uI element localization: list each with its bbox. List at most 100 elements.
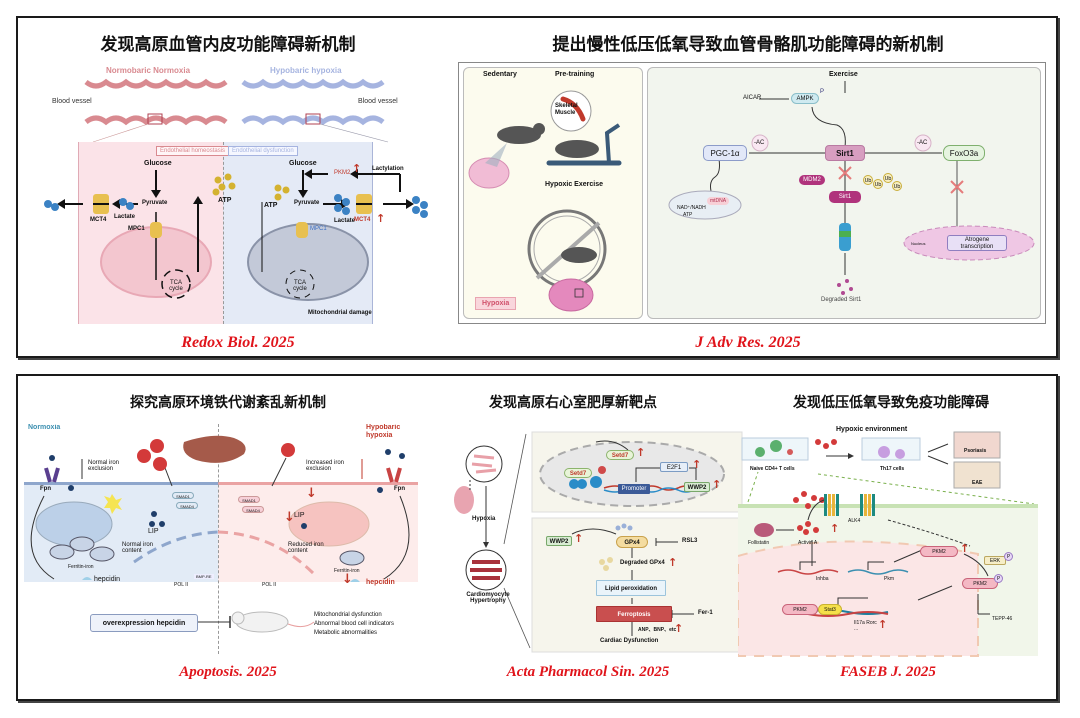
mct4-left: MCT4 [90,217,107,223]
erk-node: ERK [984,556,1006,565]
citation-faseb: FASEB J. 2025 [840,664,936,680]
hypoxia-label: Hypoxia [472,516,496,522]
e2f1-up-arrow: ↑ [692,458,702,471]
ferritin-right: Ferritin-iron [334,568,360,574]
hypoxia-tag: Hypoxia [475,297,517,310]
pkm2-up-arrow: ↑ [352,162,362,175]
skeletal-muscle-label: Skeletal Muscle [555,103,578,116]
inhba-label: Inhba [816,576,829,582]
lipid-peroxidation-box: Lipid peroxidation [596,580,666,596]
erk-phospho: P [1004,552,1013,561]
state-dysfunction: Endothelial dysfunction [228,146,298,156]
reduced-content-label: Reduced iron content [288,542,324,554]
heading-endothelial: 发现高原血管内皮功能障碍新机制 [100,35,356,55]
rsl3-label: RSL3 [682,538,698,544]
mpc1-right: MPC1 [310,226,327,232]
lactylation-label: Lactylation [372,166,404,172]
pgc1a-node: PGC-1α [703,145,747,161]
figure-immune: Hypoxic environment Naive CD4+ T cells T… [738,424,1038,658]
mouse-illustrations [468,90,622,312]
wwp2-top: WWP2 [684,482,710,492]
mtdna-label: mtDNA [707,197,729,205]
atrogene-box: Atrogene transcription [947,235,1007,251]
lip-right: LIP [294,512,305,519]
mct4-up-arrow: ↑ [376,212,386,225]
divider [218,424,219,654]
mitochondria-graphic [44,169,428,301]
pkm2-label: PKM2 [334,170,351,176]
degraded-gpx4-label: Degraded GPx4 [620,560,665,566]
naive-cd4-label: Naive CD4+ T cells [750,466,795,472]
promoter-box: Promoter [618,484,650,494]
sirt1-ub-node: Sirt1 [829,191,861,203]
smad4-left: SMAD4 [176,502,198,509]
figure-iron-metabolism: Normoxia Hypobaric hypoxia Normal iron e… [24,424,430,656]
iron-graphic [30,435,410,633]
ferritin-left: Ferritin-iron [68,564,94,570]
degraded-sirt1-label: Degraded Sirt1 [821,297,862,303]
tepp46-label: TEPP-46 [992,616,1013,622]
pkm2-phospho: P [994,574,1003,583]
outcome-item: Abnormal blood cell indicators [314,621,395,627]
pol2-left: POL II [174,582,188,588]
mito-atp-label: ATP [683,212,693,218]
lip-down-arrow: ↓ [284,510,295,525]
stat3-node: Stat3 [818,604,842,615]
ub-tag: Ub [883,173,893,183]
smad4-right: SMAD4 [242,506,264,513]
membrane-normoxia [24,482,218,485]
increased-exclusion-label: Increased iron exclusion [306,460,345,472]
pol2-right: POL II [262,582,276,588]
mpc1-left: MPC1 [128,226,145,232]
lactate-left: Lactate [114,214,136,220]
ub-tag: Ub [873,179,883,189]
psoriasis-label: Psoriasis [964,448,987,454]
cardiac-dysfunction-label: Cardiac Dysfunction [600,638,659,644]
heading-immune: 发现低压低氧导致免疫功能障碍 [793,395,989,411]
ferroptosis-box: Ferroptosis [596,606,672,622]
overexpression-hepcidin-box: overexpression hepcidin [90,614,198,632]
glucose-right: Glucose [289,160,317,167]
smad1-left: SMAD1 [172,492,194,499]
nad-label: NAD⁺/NADH [677,205,706,211]
condition-hypoxia: Hypobaric hypoxia [270,66,342,75]
ac-left: -AC [754,140,765,146]
pyruvate-right: Pyruvate [294,200,320,206]
fpn-left: Fpn [40,486,51,492]
target-genes-label: Il17a Rorc ... [854,620,877,632]
vessel-label-right: Blood vessel [358,98,398,105]
citation-apoptosis: Apoptosis. 2025 [179,664,277,680]
citation-redox: Redox Biol. 2025 [181,334,295,351]
normal-content-label: Normal iron content [122,542,154,554]
e2f1-node: E2F1 [660,462,688,472]
ac-right: -AC [917,140,928,146]
pretraining-label: Pre-training [555,71,595,78]
tca-left: TCA cycle [169,280,183,292]
activin-label: Activin A [798,540,818,546]
condition-normoxia: Normobaric Normoxia [106,66,191,75]
heading-iron: 探究高原环境铁代谢紊乱新机制 [130,395,326,411]
genes-up-arrow: ↑ [878,618,888,631]
bmp-label: BMP-RE [194,574,214,579]
sirt1-pathway-arrows [668,81,1035,295]
setd7-top: Setd7 [606,450,634,460]
top-panel: 发现高原血管内皮功能障碍新机制 Normobaric Normoxia Hypo… [16,16,1058,358]
hypoxic-environment-label: Hypoxic environment [836,426,908,433]
hepcidin-left: hepcidin [94,576,121,583]
mdm2-node: MDM2 [799,175,825,185]
setd7-up-arrow: ↑ [636,446,646,459]
atp-right: ATP [264,202,278,209]
figure-skeletal-muscle: Sedentary Pre-training Skeletal Muscle H… [458,62,1046,324]
degraded-up-arrow: ↑ [668,556,678,569]
wwp2-up-arrow: ↑ [712,478,722,491]
ub-tag: Ub [892,181,902,191]
hypoxic-exercise-label: Hypoxic Exercise [545,181,603,188]
sedentary-label: Sedentary [483,71,517,78]
pkm2-phospho-node: PKM2 [962,578,998,589]
markers-label: ANP、BNP、etc [638,627,677,633]
glucose-left: Glucose [144,160,172,167]
pyruvate-left: Pyruvate [142,200,168,206]
lactate-right: Lactate [334,218,356,224]
follistatin-label: Follistatin [748,540,770,546]
figure-endothelial: Normobaric Normoxia Hypobaric hypoxia Bl… [38,62,438,324]
